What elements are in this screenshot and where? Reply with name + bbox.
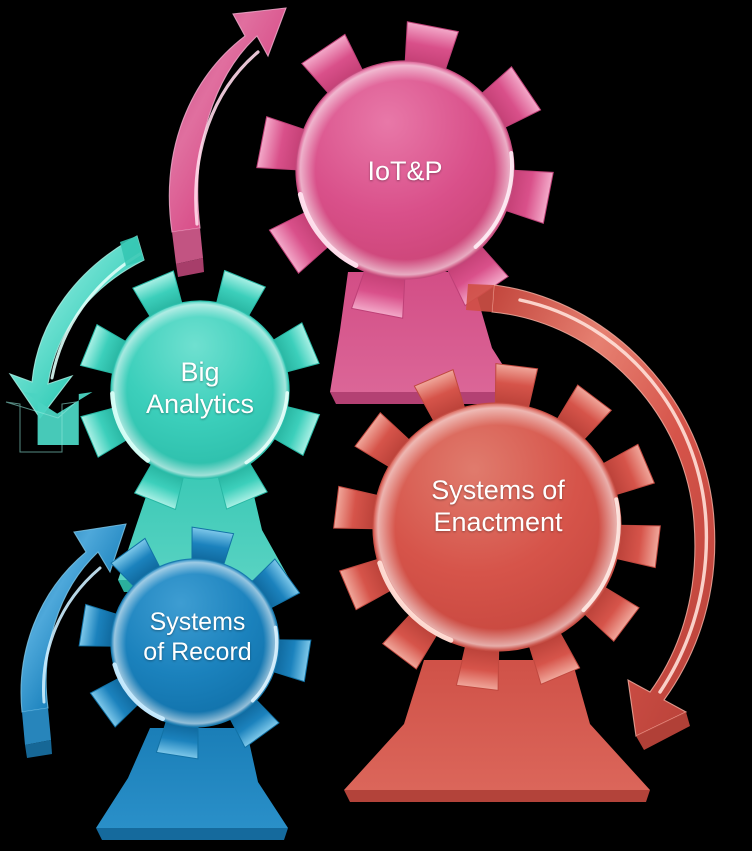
gear-systems-of-enactment[interactable] <box>316 346 677 802</box>
gear-systems-of-record-base <box>96 728 288 828</box>
arrow-systems-of-enactment <box>466 284 716 750</box>
gear-iot-p-body <box>256 21 554 319</box>
gear-iot-p[interactable] <box>234 0 576 404</box>
arrow-iot <box>168 7 287 277</box>
gear-systems-of-enactment-base <box>344 660 650 790</box>
arrow-big-analytics <box>5 235 145 453</box>
arrow-systems-of-record <box>20 523 127 758</box>
gear-systems-of-record[interactable] <box>65 513 326 840</box>
